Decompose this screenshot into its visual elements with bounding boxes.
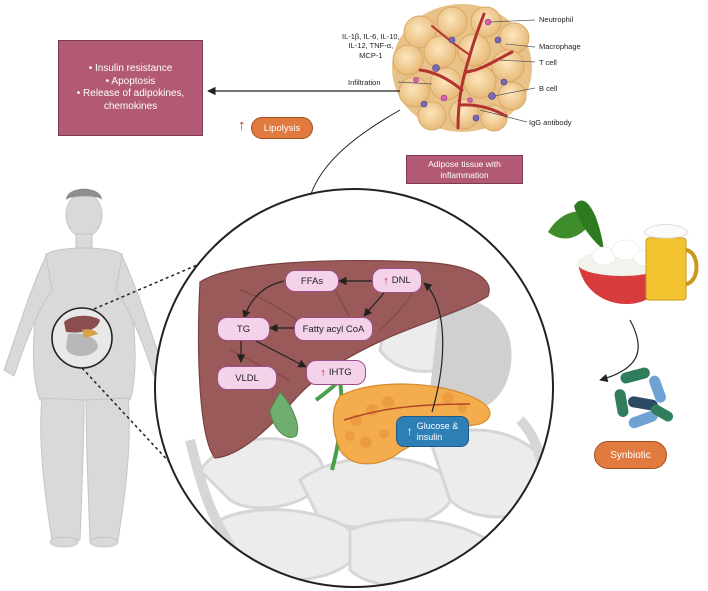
probiotic-bacteria-icon <box>614 367 674 429</box>
tg-node: TG <box>217 317 270 341</box>
zoom-line-top <box>93 247 238 310</box>
zoom-line-bottom <box>81 367 213 509</box>
ihtg-up-arrow-icon: ↑ <box>320 366 326 379</box>
fatty-acyl-coa-node: Fatty acyl CoA <box>294 317 373 341</box>
macrophage-label: Macrophage <box>539 42 581 51</box>
ffas-node: FFAs <box>285 270 339 292</box>
tg-label: TG <box>236 323 251 335</box>
glucose-insulin-node: ↑ Glucose & insulin <box>396 416 469 447</box>
cytokines-line-3: MCP-1 <box>359 50 383 60</box>
igg-antibody-label: IgG antibody <box>529 118 572 127</box>
b-cell-label: B cell <box>539 84 558 93</box>
ffas-label: FFAs <box>300 275 324 287</box>
glucose-up-arrow-icon: ↑ <box>406 423 413 438</box>
ihtg-label: IHTG <box>328 367 352 378</box>
fatty-acyl-coa-label: Fatty acyl CoA <box>302 323 365 335</box>
vldl-node: VLDL <box>217 366 277 390</box>
stomach <box>430 298 512 411</box>
lipolysis-pill: Lipolysis <box>251 117 313 139</box>
arrow-synbiotic-to-circle <box>599 319 639 383</box>
effect-insulin-resistance: • Insulin resistance <box>88 63 173 74</box>
insulin-label: insulin <box>416 431 443 442</box>
liver-zoom-circle <box>154 188 554 588</box>
glucose-label: Glucose & <box>416 421 459 432</box>
infiltration-label: Infiltration <box>348 78 381 87</box>
body-organs-inset <box>51 307 113 369</box>
cytokines-line-1: IL-1β, IL-6, IL-10, <box>342 32 400 41</box>
synbiotic-pill: Synbiotic <box>594 441 667 469</box>
neutrophil-label: Neutrophil <box>539 15 574 24</box>
dnl-node: ↑ DNL <box>372 268 422 293</box>
gallbladder <box>269 391 298 438</box>
cytokines-line-2: IL-12, TNF-α, <box>348 41 394 51</box>
lipolysis-up-arrow-icon: ↑ <box>238 117 246 134</box>
effect-chemokines: chemokines <box>103 100 158 112</box>
t-cell-label: T cell <box>539 58 557 67</box>
effect-release-adipokines: • Release of adipokines, <box>76 88 185 99</box>
vldl-label: VLDL <box>235 372 259 384</box>
adipose-label-line-2: inflammation <box>440 169 489 180</box>
effects-box: • Insulin resistance • Apoptosis • Relea… <box>58 40 203 136</box>
pathway-arrows <box>236 276 444 413</box>
dnl-up-arrow-icon: ↑ <box>383 274 389 287</box>
dnl-label: DNL <box>391 275 411 286</box>
effect-apoptosis: • Apoptosis <box>105 75 156 87</box>
adipose-tissue-label: Adipose tissue with inflammation <box>406 155 523 184</box>
adipose-label-line-1: Adipose tissue with <box>428 159 501 170</box>
ihtg-node: ↑ IHTG <box>306 360 366 385</box>
food-and-beer-illustration <box>548 200 699 304</box>
cytokines-label: IL-1β, IL-6, IL-10, IL-12, TNF-α, MCP-1 <box>342 32 400 60</box>
human-body-illustration <box>3 188 165 548</box>
adipose-tissue-illustration <box>392 4 536 132</box>
